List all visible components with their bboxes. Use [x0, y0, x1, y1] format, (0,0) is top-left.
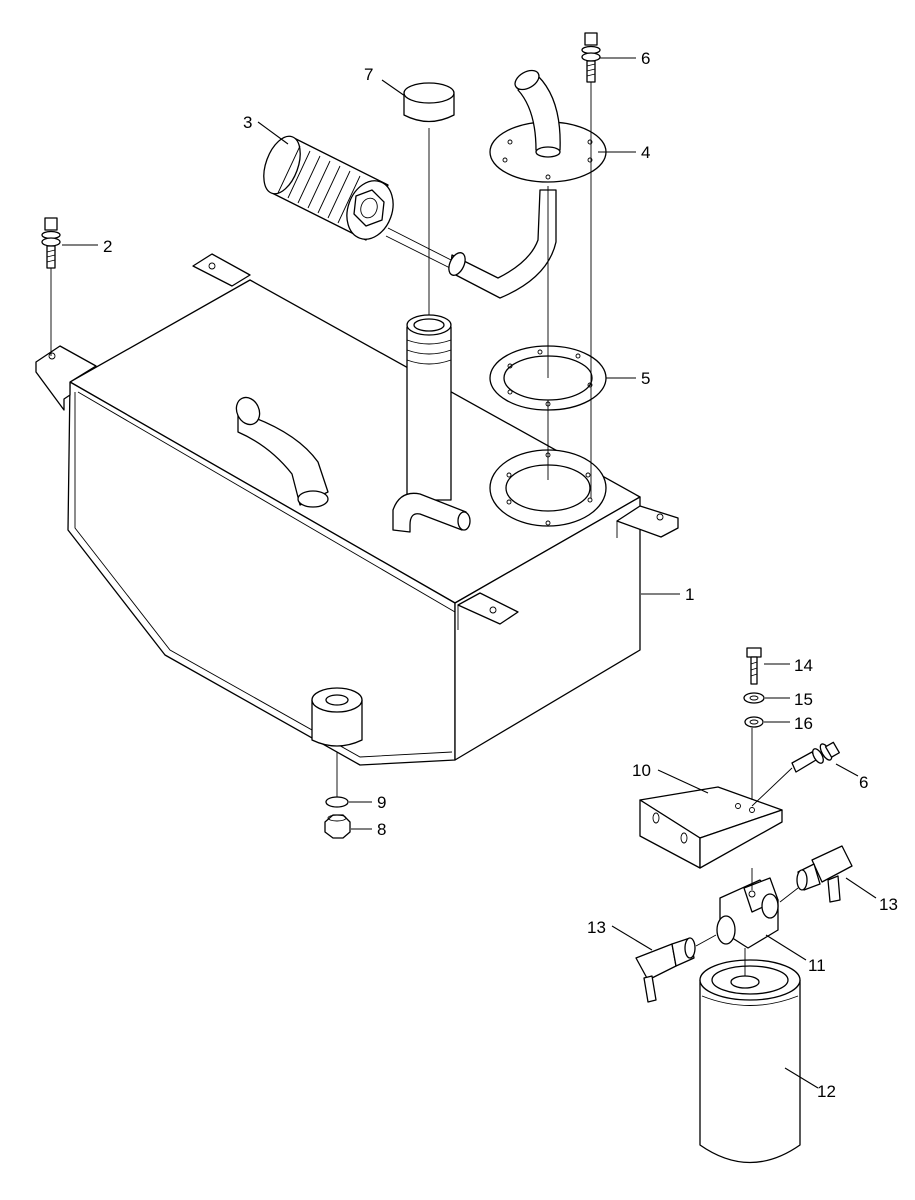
flange-pipe-part-4: [489, 69, 607, 183]
callout-5: 5: [641, 369, 650, 388]
drain-plug-part-8: [324, 814, 351, 839]
filter-head-part-11: [716, 868, 779, 949]
filter-bracket-part-10: [639, 786, 783, 869]
callout-14: 14: [794, 656, 813, 675]
filler-cap-part-7: [403, 82, 455, 315]
callout-3: 3: [243, 113, 252, 132]
bolt-part-2: [41, 217, 61, 356]
callout-1: 1: [685, 585, 694, 604]
washer-part-15: [743, 692, 765, 704]
callout-4: 4: [641, 143, 650, 162]
bolt-part-6-right: [751, 741, 840, 807]
washer-part-16: [744, 716, 764, 800]
suction-strainer-part-3: [263, 135, 557, 299]
callout-7: 7: [364, 65, 373, 84]
callout-8: 8: [377, 820, 386, 839]
callout-13-right: 13: [879, 895, 898, 914]
callout-12: 12: [817, 1082, 836, 1101]
bolt-part-14: [746, 647, 762, 685]
callout-6-top: 6: [641, 49, 650, 68]
callout-16: 16: [794, 714, 813, 733]
callout-11: 11: [808, 956, 826, 975]
bolt-part-6-top: [581, 32, 601, 498]
callout-10: 10: [632, 761, 651, 780]
callout-labels: 1 2 3 4 5 6 6 7 8 9 10 11 12 13 13 14 15…: [103, 49, 898, 1101]
filter-cartridge-part-12: [699, 948, 801, 1164]
gasket-part-5: [489, 186, 607, 480]
callout-2: 2: [103, 237, 112, 256]
elbow-fitting-part-13-left: [635, 934, 717, 1003]
callout-13-left: 13: [587, 918, 606, 937]
leader-lines: [62, 57, 877, 1089]
hydraulic-tank: [35, 253, 679, 766]
elbow-fitting-part-13-right: [779, 845, 853, 903]
o-ring-part-9: [325, 752, 349, 808]
callout-6-right: 6: [859, 773, 868, 792]
callout-9: 9: [377, 793, 386, 812]
callout-15: 15: [794, 690, 813, 709]
